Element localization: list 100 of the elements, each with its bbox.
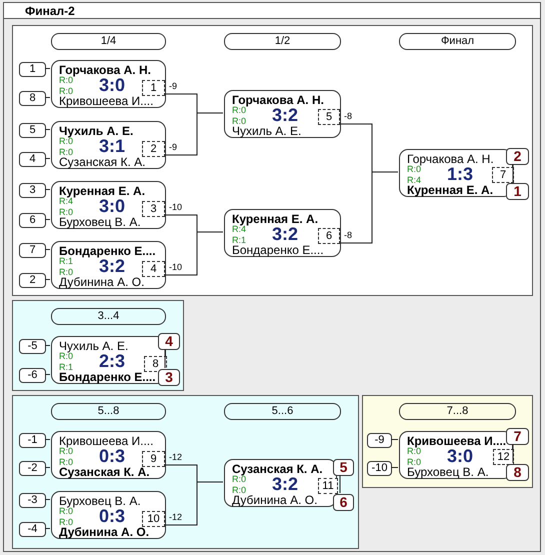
- rating-label: R:0: [232, 475, 246, 484]
- match-card: [51, 336, 166, 384]
- player-name: Дубинина А. О.: [59, 526, 150, 538]
- match-card: [51, 241, 166, 289]
- match-card: [224, 209, 341, 257]
- player-name: Куренная Е. А.: [232, 213, 318, 225]
- player-name: Дубинина А. О.: [59, 276, 144, 288]
- bracket-line: [44, 189, 50, 190]
- seed-box: 4: [19, 152, 46, 167]
- round-header: Финал: [399, 33, 516, 50]
- rating-label: R:0: [59, 518, 74, 527]
- loser-destination-label: -9: [169, 82, 178, 91]
- player-name: Бондаренко Е....: [232, 244, 324, 256]
- round-header: 7...8: [399, 403, 516, 420]
- bracket-line: [44, 249, 50, 250]
- place-badge: 5: [333, 459, 354, 476]
- rating-label: R:0: [59, 87, 74, 96]
- match-score: 0:3: [98, 507, 126, 525]
- bracket-line: [44, 158, 50, 159]
- place-badge: 8: [506, 464, 529, 481]
- bracket-line: [44, 129, 50, 130]
- loser-destination-label: -8: [344, 112, 352, 121]
- match-number-box: 6: [318, 228, 340, 244]
- rating-label: R:1: [232, 236, 246, 245]
- match-number-box: 3: [142, 201, 165, 217]
- rating-label: R:4: [59, 197, 74, 206]
- seed-box: 2: [19, 273, 46, 288]
- match-number-box: 1: [142, 80, 165, 96]
- bracket-line: [390, 467, 398, 468]
- seed-box: -6: [19, 368, 46, 383]
- seed-box: 6: [19, 213, 46, 228]
- bracket-line: [164, 232, 224, 276]
- player-name: Сузанская К. А.: [232, 463, 323, 475]
- player-name: Бондаренко Е....: [59, 371, 156, 383]
- match-number-box: 2: [142, 141, 165, 157]
- loser-destination-label: -10: [169, 263, 182, 272]
- player-name: Кривошеева И....: [407, 435, 506, 447]
- match-score: 0:3: [98, 447, 125, 465]
- place-badge: 6: [333, 494, 354, 511]
- bracket-line: [44, 219, 50, 220]
- player-name: Горчакова А. Н.: [232, 94, 324, 106]
- bracket-panel: [12, 395, 359, 549]
- seed-box: -10: [367, 461, 392, 476]
- rating-label: R:0: [59, 268, 74, 277]
- rating-label: R:0: [407, 458, 422, 467]
- rating-label: R:0: [59, 447, 74, 456]
- rating-label: R:0: [59, 148, 74, 157]
- match-score: 3:0: [446, 447, 473, 465]
- bracket-line: [512, 444, 514, 464]
- player-name: Бондаренко Е....: [59, 245, 156, 257]
- rating-label: R:0: [407, 165, 422, 174]
- match-score: 3:2: [272, 106, 299, 124]
- match-number-box: 8: [144, 356, 167, 372]
- seed-box: 5: [19, 123, 46, 138]
- match-number-box: 11: [318, 478, 338, 494]
- player-name: Бурховец В. А.: [59, 495, 141, 507]
- place-badge: 7: [506, 428, 529, 445]
- seed-box: 1: [19, 62, 46, 77]
- rating-label: R:0: [59, 458, 74, 467]
- seed-box: -4: [19, 522, 46, 537]
- player-name: Бурховец В. А.: [407, 466, 489, 478]
- match-number-box: 10: [142, 511, 165, 527]
- round-header: 1/2: [224, 33, 341, 50]
- player-name: Кривошеева И....: [59, 435, 154, 447]
- match-score: 3:2: [272, 225, 299, 243]
- bracket-line: [44, 439, 50, 440]
- rating-label: R:0: [59, 507, 74, 516]
- bracket-line: [44, 97, 50, 98]
- match-card: [51, 491, 166, 539]
- player-name: Горчакова А. Н.: [407, 153, 494, 165]
- match-score: 3:2: [98, 257, 125, 275]
- bracket-line: [164, 112, 224, 156]
- player-name: Кривошеева И....: [59, 95, 154, 107]
- bracket-line: [44, 528, 50, 529]
- match-card: [51, 431, 166, 479]
- bracket-line: [390, 439, 398, 440]
- match-number-box: 7: [492, 167, 514, 183]
- bracket-line: [44, 374, 50, 375]
- seed-box: 3: [19, 183, 46, 198]
- player-name: Горчакова А. Н.: [59, 64, 151, 76]
- seed-box: -9: [367, 433, 392, 448]
- seed-box: 8: [19, 91, 46, 106]
- loser-destination-label: -12: [169, 453, 182, 462]
- bracket-line: [164, 482, 224, 526]
- seed-box: 7: [19, 243, 46, 258]
- round-header: 3...4: [51, 308, 166, 325]
- bracket-line: [44, 499, 50, 500]
- round-header: 1/4: [51, 33, 166, 50]
- place-badge: 2: [506, 148, 529, 165]
- rating-label: R:0: [232, 486, 246, 495]
- bracket-line: [44, 467, 50, 468]
- place-badge: 3: [158, 369, 180, 386]
- bracket-line: [164, 348, 166, 368]
- loser-destination-label: -10: [169, 203, 182, 212]
- rating-label: R:0: [59, 352, 74, 361]
- rating-label: R:1: [59, 257, 74, 266]
- match-number-box: 4: [142, 261, 165, 277]
- rating-label: R:0: [59, 137, 74, 146]
- seed-box: -2: [19, 461, 46, 476]
- match-card: [51, 181, 166, 229]
